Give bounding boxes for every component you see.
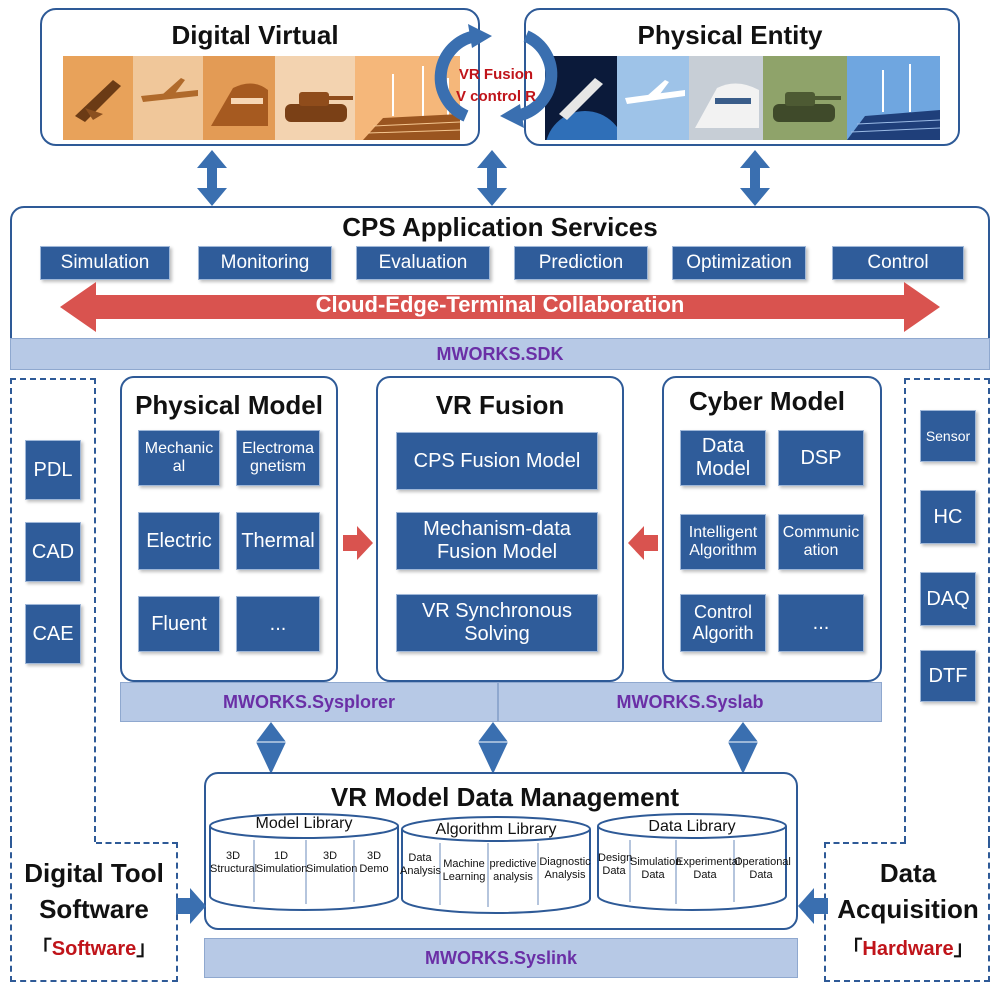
sdk-bar: MWORKS.SDK — [10, 338, 990, 370]
pm-thermal: Thermal — [236, 512, 320, 570]
pm-more: ... — [236, 596, 320, 652]
virtual-images-strip — [63, 56, 460, 140]
vr-synchronous-solving: VR Synchronous Solving — [396, 594, 598, 652]
software-connector — [96, 842, 178, 844]
pm-mechanical: Mechanic al — [138, 430, 220, 486]
double-arrow-icon — [197, 150, 227, 206]
hardware-tag-text: Hardware — [862, 938, 954, 960]
algo-item-diagnostic-analysis: Diagnostic Analysis — [539, 856, 591, 882]
double-arrow-icon — [478, 722, 508, 774]
double-arrow-icon — [740, 150, 770, 206]
software-tag: 「Software」 — [12, 932, 176, 961]
pm-fluent: Fluent — [138, 596, 220, 652]
double-arrow-icon — [477, 150, 507, 206]
data-item-design: Design Data — [598, 852, 633, 878]
algo-item-machine-learning: Machine Learning — [442, 858, 486, 884]
hardware-bracket-open: 「 — [842, 938, 863, 960]
hardware-tag: 「Hardware」 — [826, 932, 990, 961]
cm-control-algorithm: Control Algorith — [680, 594, 766, 652]
cycle-label-1: VR Fusion — [458, 66, 534, 83]
software-tools-region — [10, 378, 96, 842]
vr-fusion-title: VR Fusion — [435, 390, 565, 420]
model-item-3d-structural: 3D Structural — [210, 850, 258, 876]
service-simulation: Simulation — [40, 246, 170, 280]
cm-dsp: DSP — [778, 430, 864, 486]
service-prediction: Prediction — [514, 246, 648, 280]
vr-cps-fusion-model: CPS Fusion Model — [396, 432, 598, 490]
right-arrow-icon — [176, 888, 206, 924]
data-acq-line1: Data — [879, 858, 937, 888]
left-arrow-icon — [628, 526, 658, 560]
left-arrow-icon — [798, 888, 828, 924]
tool-cad: CAD — [25, 522, 81, 582]
physical-model-title: Physical Model — [135, 390, 323, 420]
cycle-label-2: V control R — [455, 88, 536, 105]
vr-mechanism-data-fusion: Mechanism-data Fusion Model — [396, 512, 598, 570]
model-library-cylinder-icon — [209, 813, 399, 911]
software-tag-text: Software — [51, 938, 137, 960]
virtual-images-svg — [63, 56, 460, 140]
algo-item-data-analysis: Data Analysis — [400, 852, 441, 878]
data-item-experimental: Experimental Data — [676, 856, 741, 882]
service-control: Control — [832, 246, 964, 280]
cm-intelligent-algorithm: Intelligent Algorithm — [680, 514, 766, 570]
tool-sensor: Sensor — [920, 410, 976, 462]
tool-pdl: PDL — [25, 440, 81, 500]
collaboration-label: Cloud-Edge-Terminal Collaboration — [315, 292, 685, 317]
data-item-simulation: Simulation Data — [630, 856, 682, 882]
sysplorer-bar: MWORKS.Sysplorer — [120, 682, 498, 722]
hardware-connector — [824, 842, 906, 844]
cm-data-model: Data Model — [680, 430, 766, 486]
tool-dtf: DTF — [920, 650, 976, 702]
algorithm-library-label: Algorithm Library — [435, 821, 557, 838]
algo-item-predictive-analysis: predictive analysis — [489, 858, 537, 884]
hardware-bracket-close: 」 — [953, 938, 974, 960]
service-monitoring: Monitoring — [198, 246, 332, 280]
model-library-label: Model Library — [255, 815, 353, 832]
model-item-1d-simulation: 1D Simulation — [256, 850, 308, 876]
tool-daq: DAQ — [920, 572, 976, 626]
double-arrow-icon — [728, 722, 758, 774]
digital-tool-line2: Software — [39, 894, 149, 924]
digital-virtual-title: Digital Virtual — [171, 20, 339, 50]
syslink-bar: MWORKS.Syslink — [204, 938, 798, 978]
cps-title: CPS Application Services — [342, 212, 658, 242]
entity-images-svg — [545, 56, 940, 140]
pm-electromagnetism: Electroma gnetism — [236, 430, 320, 486]
data-acq-line2: Acquisition — [837, 894, 979, 924]
entity-images-strip — [545, 56, 940, 140]
algorithm-library-cylinder-icon — [401, 816, 591, 914]
physical-entity-title: Physical Entity — [637, 20, 823, 50]
cycle-arrows-icon — [434, 24, 558, 128]
tool-hc: HC — [920, 490, 976, 544]
syslab-bar: MWORKS.Syslab — [498, 682, 882, 722]
hardware-tools-region — [904, 378, 990, 842]
model-item-3d-simulation: 3D Simulation — [306, 850, 358, 876]
collaboration-arrow-icon — [60, 282, 940, 332]
software-bracket-open: 「 — [31, 938, 52, 960]
cm-more: ... — [778, 594, 864, 652]
service-evaluation: Evaluation — [356, 246, 490, 280]
digital-tool-line1: Digital Tool — [24, 858, 164, 888]
cyber-model-title: Cyber Model — [688, 386, 846, 416]
tool-cae: CAE — [25, 604, 81, 664]
data-library-label: Data Library — [648, 818, 736, 835]
software-bracket-close: 」 — [136, 938, 157, 960]
pm-electric: Electric — [138, 512, 220, 570]
service-optimization: Optimization — [672, 246, 806, 280]
cm-communication: Communic ation — [778, 514, 864, 570]
data-item-operational: Operational Data — [734, 856, 791, 882]
double-arrow-icon — [256, 722, 286, 774]
data-library-cylinder-icon — [597, 813, 787, 911]
data-management-title: VR Model Data Management — [330, 782, 680, 812]
right-arrow-icon — [343, 526, 373, 560]
model-item-3d-demo: 3D Demo — [359, 850, 389, 876]
